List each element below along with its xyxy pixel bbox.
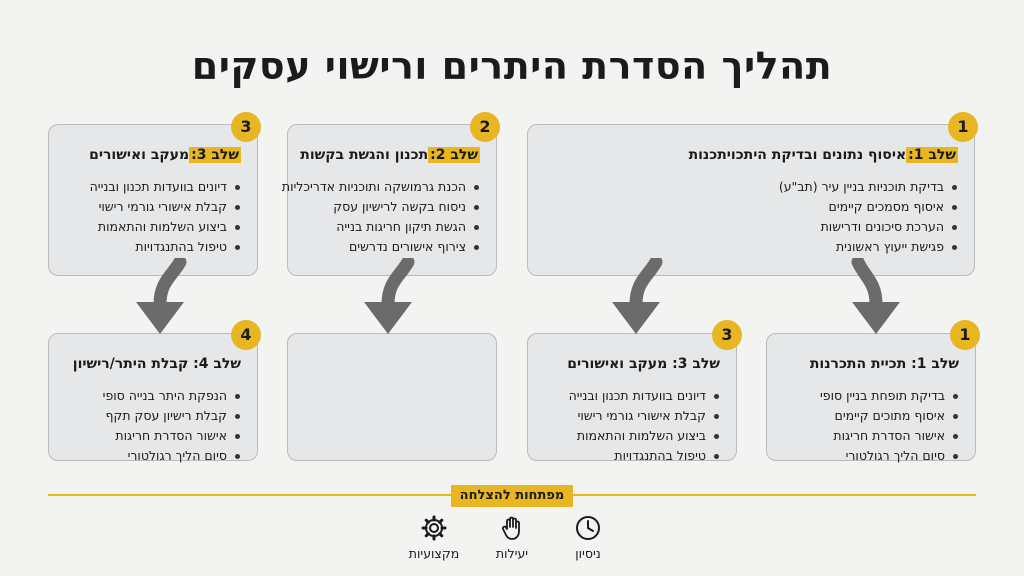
flow-arrow-3 bbox=[364, 258, 415, 334]
list-item: ניסוח בקשה לרישיון עסק bbox=[282, 197, 480, 217]
stage-title: שלב 1: תכיית התכרנות bbox=[810, 356, 959, 372]
page-title: תהליך הסדרת היתרים ורישוי עסקים bbox=[191, 44, 833, 88]
flow-arrow-1 bbox=[851, 258, 900, 334]
stage-label: קבלת היתר/רישיון bbox=[72, 356, 189, 372]
list-item: סיום הליך רגולטורי bbox=[103, 446, 241, 466]
key-label: ניסיון bbox=[575, 546, 601, 561]
stage-4-card: שלב 4: קבלת היתר/רישיון הנפקת היתר בנייה… bbox=[48, 333, 258, 463]
list-item: הערכת סיכונים ודרישות bbox=[779, 217, 958, 237]
stage-title: שלב 3: מעקב ואישורים bbox=[567, 356, 720, 372]
stage-3-card: שלב 3:מעקב ואישורים דיונים בוועדות תכנון… bbox=[48, 124, 258, 276]
key-label: מקצועיות bbox=[408, 546, 460, 561]
step-number-badge: 1 bbox=[950, 320, 980, 350]
task-list: דיונים בוועדות תכנון ובנייה קבלת אישורי … bbox=[90, 177, 241, 257]
hand-icon bbox=[501, 516, 520, 540]
stage-1b-card: שלב 1: תכיית התכרנות בדיקת תופחת בניין ס… bbox=[766, 333, 976, 463]
task-list: דיונים בוועדות תכנון ובנייה קבלת אישורי … bbox=[569, 386, 720, 466]
stage-1-card: שלב 1:איסוף נתונים ובדיקת היתכויתכנות בד… bbox=[527, 124, 975, 276]
clock-icon bbox=[576, 516, 600, 540]
list-item: סיום הליך רגולטורי bbox=[820, 446, 959, 466]
key-label: יעילות bbox=[495, 546, 529, 561]
stage-label: מעקב ואישורים bbox=[89, 147, 190, 163]
step-number-badge: 3 bbox=[231, 112, 261, 142]
list-item: אישור הסדרת חריגות bbox=[103, 426, 241, 446]
flow-arrow-4 bbox=[136, 258, 187, 334]
stage-prefix: שלב 1: bbox=[906, 147, 958, 163]
list-item: ביצוע השלמות והתאמות bbox=[569, 426, 720, 446]
list-item: אישור הסדרת חריגות bbox=[820, 426, 959, 446]
stage-prefix: שלב 2: bbox=[428, 147, 480, 163]
stage-2-card: שלב 2:תכנון והגשת בקשות הכנת גרמושקה ותו… bbox=[282, 124, 497, 276]
empty-card bbox=[287, 333, 497, 461]
list-item: צירוף אישורים נדרשים bbox=[282, 237, 480, 257]
list-item: הגשת תיקון חריגות בנייה bbox=[282, 217, 480, 237]
list-item: דיונים בוועדות תכנון ובנייה bbox=[569, 386, 720, 406]
key-professionalism: מקצועיות bbox=[394, 514, 474, 561]
list-item: הנפקת היתר בנייה סופי bbox=[103, 386, 241, 406]
list-item: ביצוע השלמות והתאמות bbox=[90, 217, 241, 237]
list-item: קבלת אישורי גורמי רישוי bbox=[90, 197, 241, 217]
stage-3b-card: שלב 3: מעקב ואישורים דיונים בוועדות תכנו… bbox=[527, 333, 737, 463]
list-item: קבלת רישיון עסק תקף bbox=[103, 406, 241, 426]
stage-label: תכיית התכרנות bbox=[809, 356, 907, 372]
task-list: הכנת גרמושקה ותוכניות אדריכליות ניסוח בק… bbox=[282, 177, 480, 257]
keys-heading: מפתחות להצלחה bbox=[451, 485, 573, 507]
stage-title: שלב 1:איסוף נתונים ובדיקת היתכויתכנות bbox=[689, 147, 958, 163]
list-item: איסוף מתוכים קיימים bbox=[820, 406, 959, 426]
list-item: הכנת גרמושקה ותוכניות אדריכליות bbox=[282, 177, 480, 197]
task-list: בדיקת תוכניות בניין עיר (תב"ע) איסוף מסמ… bbox=[779, 177, 958, 257]
list-item: פגישת ייעוץ ראשונית bbox=[779, 237, 958, 257]
step-number-badge: 3 bbox=[712, 320, 742, 350]
list-item: טיפול בהתנגדויות bbox=[90, 237, 241, 257]
stage-title: שלב 3:מעקב ואישורים bbox=[89, 147, 241, 163]
task-list: בדיקת תופחת בניין סופי איסוף מתוכים קיימ… bbox=[820, 386, 959, 466]
gear-icon bbox=[421, 515, 447, 541]
stage-prefix: שלב 4: bbox=[193, 356, 241, 372]
stage-prefix: שלב 3: bbox=[189, 147, 241, 163]
list-item: טיפול בהתנגדויות bbox=[569, 446, 720, 466]
flow-arrow-2 bbox=[612, 258, 663, 334]
step-number-badge: 4 bbox=[231, 320, 261, 350]
task-list: הנפקת היתר בנייה סופי קבלת רישיון עסק תק… bbox=[103, 386, 241, 466]
stage-title: שלב 4: קבלת היתר/רישיון bbox=[73, 356, 241, 372]
key-experience: ניסיון bbox=[548, 514, 628, 561]
list-item: איסוף מסמכים קיימים bbox=[779, 197, 958, 217]
list-item: בדיקת תוכניות בניין עיר (תב"ע) bbox=[779, 177, 958, 197]
list-item: דיונים בוועדות תכנון ובנייה bbox=[90, 177, 241, 197]
stage-prefix: שלב 3: bbox=[672, 356, 720, 372]
stage-label: תכנון והגשת בקשות bbox=[300, 147, 429, 163]
list-item: בדיקת תופחת בניין סופי bbox=[820, 386, 959, 406]
stage-title: שלב 2:תכנון והגשת בקשות bbox=[300, 147, 480, 163]
stage-label: מעקב ואישורים bbox=[567, 356, 668, 372]
list-item: קבלת אישורי גורמי רישוי bbox=[569, 406, 720, 426]
step-number-badge: 1 bbox=[948, 112, 978, 142]
stage-prefix: שלב 1: bbox=[911, 356, 959, 372]
key-efficiency: יעילות bbox=[472, 514, 552, 561]
stage-label: איסוף נתונים ובדיקת היתכויתכנות bbox=[688, 147, 907, 163]
step-number-badge: 2 bbox=[470, 112, 500, 142]
